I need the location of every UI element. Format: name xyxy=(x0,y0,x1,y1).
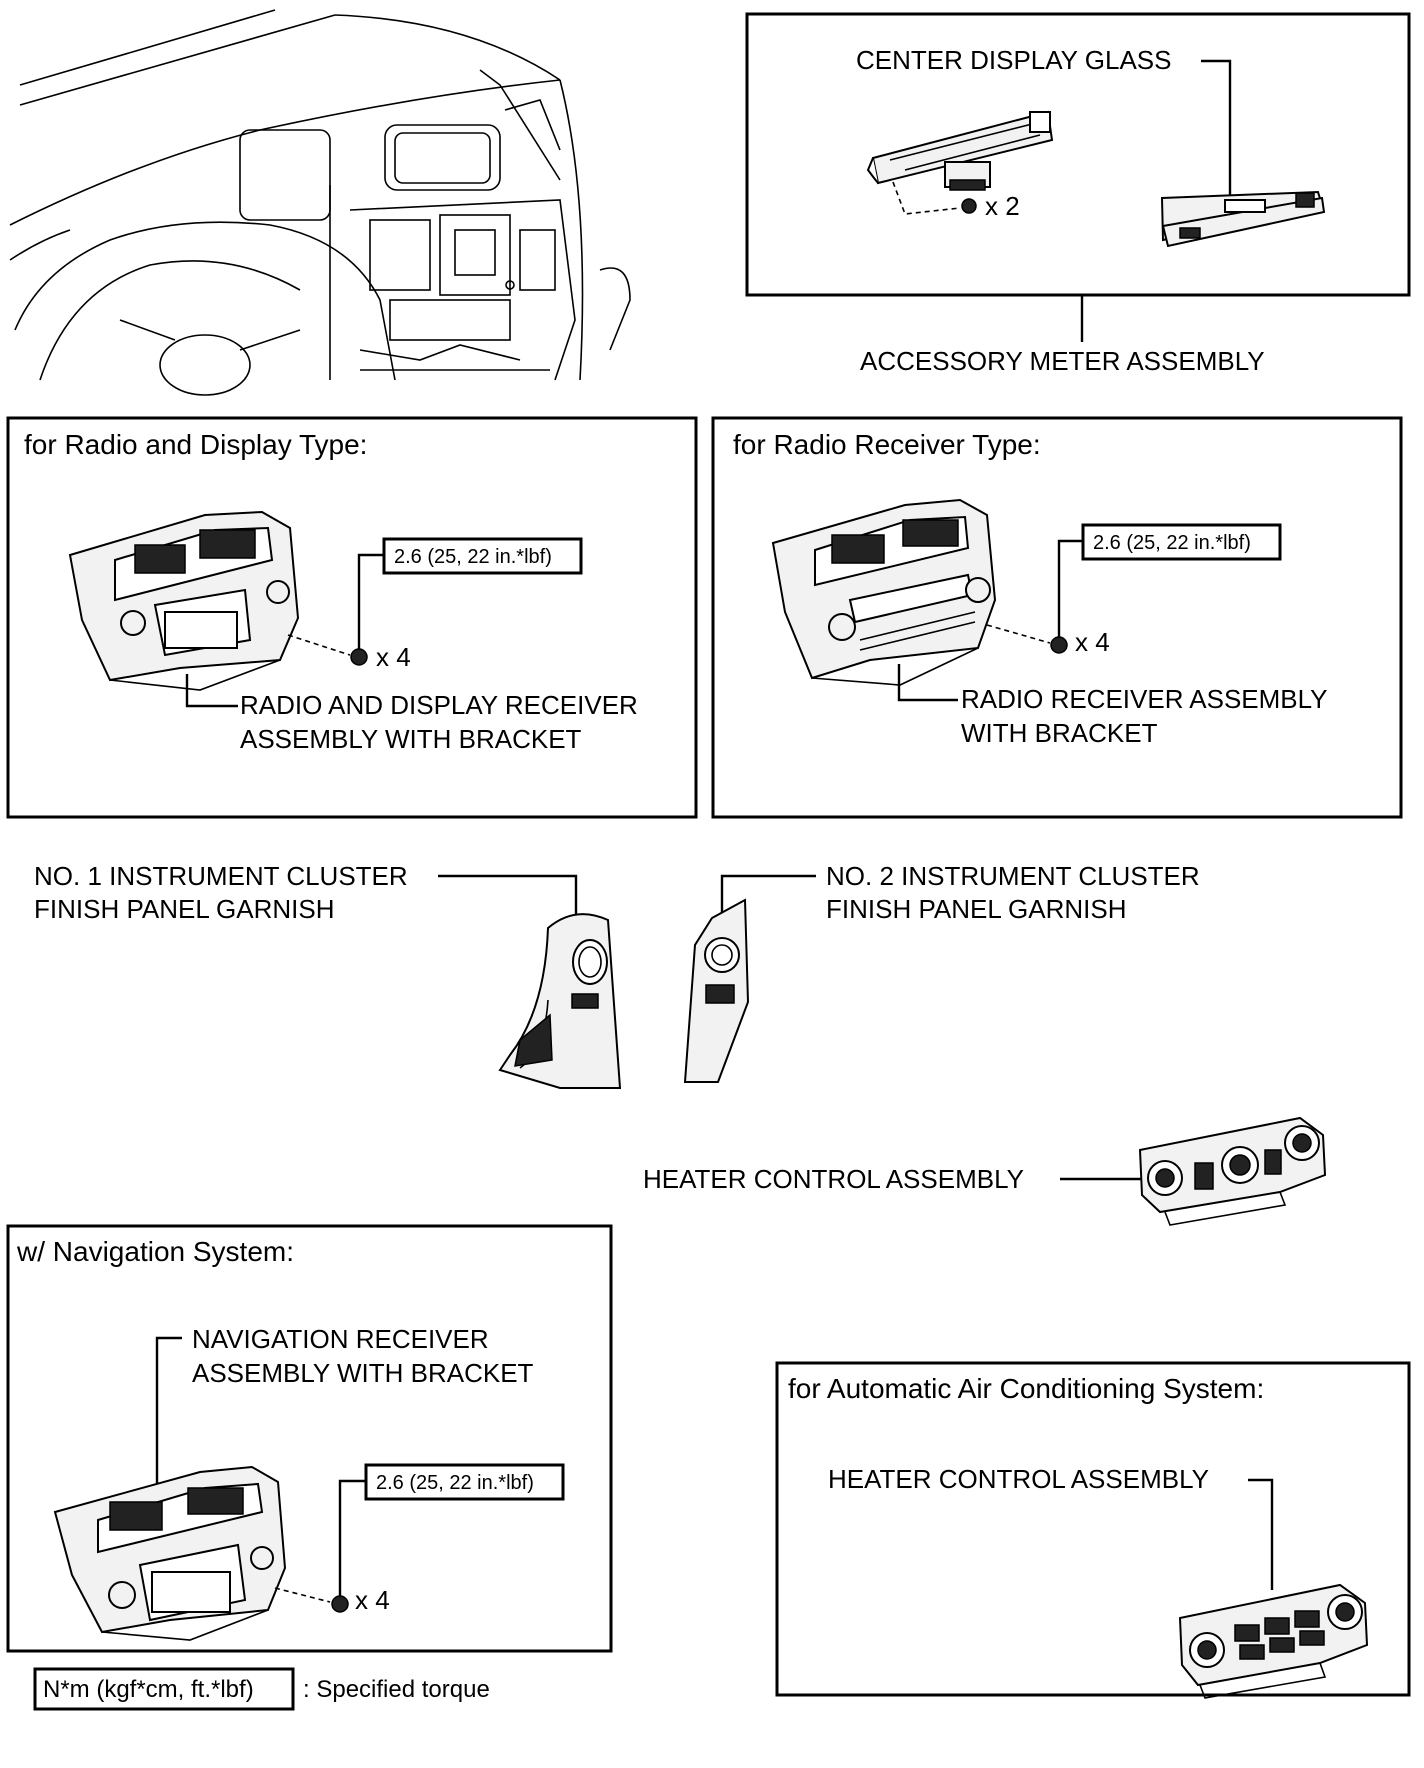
center-display-glass-leader xyxy=(1201,59,1232,195)
radio-receiver-leader xyxy=(897,664,958,702)
legend-description: : Specified torque xyxy=(303,1676,490,1703)
no2-garnish-label-line1: NO. 2 INSTRUMENT CLUSTER xyxy=(826,861,1200,891)
navigation-receiver-leader xyxy=(155,1336,182,1500)
legend-unit-text: N*m (kgf*cm, ft.*lbf) xyxy=(43,1676,254,1703)
radio-display-receiver-part xyxy=(68,510,300,691)
legend-unit-box xyxy=(33,1667,295,1711)
bolt-quantity-x4: x 4 xyxy=(1075,627,1110,657)
navigation-system-subtitle: w/ Navigation System: xyxy=(16,1236,294,1267)
torque-spec-value: 2.6 (25, 22 in.*lbf) xyxy=(1093,532,1251,554)
radio-display-receiver-label-line2: ASSEMBLY WITH BRACKET xyxy=(240,724,582,754)
accessory-meter-assembly-label: ACCESSORY METER ASSEMBLY xyxy=(860,346,1265,376)
no1-garnish-label-line2: FINISH PANEL GARNISH xyxy=(34,894,335,924)
radio-receiver-part xyxy=(771,498,997,686)
bolt-dashed-line xyxy=(274,1587,331,1603)
torque-leader xyxy=(357,553,384,649)
center-display-glass-part xyxy=(1160,190,1326,248)
bolt-icon xyxy=(331,1595,349,1613)
radio-display-type-subtitle: for Radio and Display Type: xyxy=(24,429,367,460)
torque-spec-box xyxy=(1081,523,1282,561)
no2-garnish-label-line2: FINISH PANEL GARNISH xyxy=(826,894,1127,924)
auto-ac-system-box xyxy=(775,1361,1411,1697)
bolt-quantity-x4: x 4 xyxy=(376,642,411,672)
radio-receiver-type-box xyxy=(711,416,1403,819)
navigation-system-box xyxy=(6,1224,613,1653)
screw-dashed-line xyxy=(892,181,961,215)
radio-receiver-label-line1: RADIO RECEIVER ASSEMBLY xyxy=(961,684,1328,714)
torque-spec-box xyxy=(382,537,583,575)
bolt-icon xyxy=(1050,636,1068,654)
navigation-receiver-label-line2: ASSEMBLY WITH BRACKET xyxy=(192,1358,534,1388)
auto-ac-heater-control-label: HEATER CONTROL ASSEMBLY xyxy=(828,1464,1209,1494)
torque-leader xyxy=(1057,539,1083,637)
accessory-meter-assembly-part xyxy=(866,110,1054,191)
heater-control-assembly-label: HEATER CONTROL ASSEMBLY xyxy=(643,1164,1024,1194)
navigation-receiver-part xyxy=(53,1465,287,1641)
auto-ac-system-subtitle: for Automatic Air Conditioning System: xyxy=(788,1373,1264,1404)
torque-spec-value: 2.6 (25, 22 in.*lbf) xyxy=(394,546,552,568)
torque-leader xyxy=(338,1479,366,1596)
radio-display-leader xyxy=(185,674,238,708)
radio-display-type-box xyxy=(6,416,698,819)
radio-receiver-label-line2: WITH BRACKET xyxy=(961,718,1158,748)
navigation-receiver-label-line1: NAVIGATION RECEIVER xyxy=(192,1324,489,1354)
auto-ac-heater-control-leader xyxy=(1248,1478,1274,1590)
bolt-icon xyxy=(350,648,368,666)
auto-ac-heater-control-part xyxy=(1178,1583,1369,1699)
screw-quantity-x2: x 2 xyxy=(985,191,1020,221)
bolt-dashed-line xyxy=(287,634,351,656)
center-display-glass-label: CENTER DISPLAY GLASS xyxy=(856,45,1171,75)
bolt-dashed-line xyxy=(986,624,1051,644)
no1-garnish-label-line1: NO. 1 INSTRUMENT CLUSTER xyxy=(34,861,408,891)
torque-spec-value: 2.6 (25, 22 in.*lbf) xyxy=(376,1472,534,1494)
no2-garnish-leader xyxy=(720,874,816,918)
radio-receiver-type-subtitle: for Radio Receiver Type: xyxy=(733,429,1041,460)
accessory-meter-box xyxy=(745,12,1411,297)
radio-display-receiver-label-line1: RADIO AND DISPLAY RECEIVER xyxy=(240,690,638,720)
no2-garnish-part xyxy=(683,898,750,1083)
no1-garnish-part xyxy=(498,913,622,1089)
torque-spec-box xyxy=(364,1463,565,1501)
dashboard-overview-illustration xyxy=(9,9,631,396)
bolt-quantity-x4: x 4 xyxy=(355,1585,390,1615)
heater-control-part xyxy=(1138,1116,1327,1226)
screw-icon xyxy=(961,198,977,214)
